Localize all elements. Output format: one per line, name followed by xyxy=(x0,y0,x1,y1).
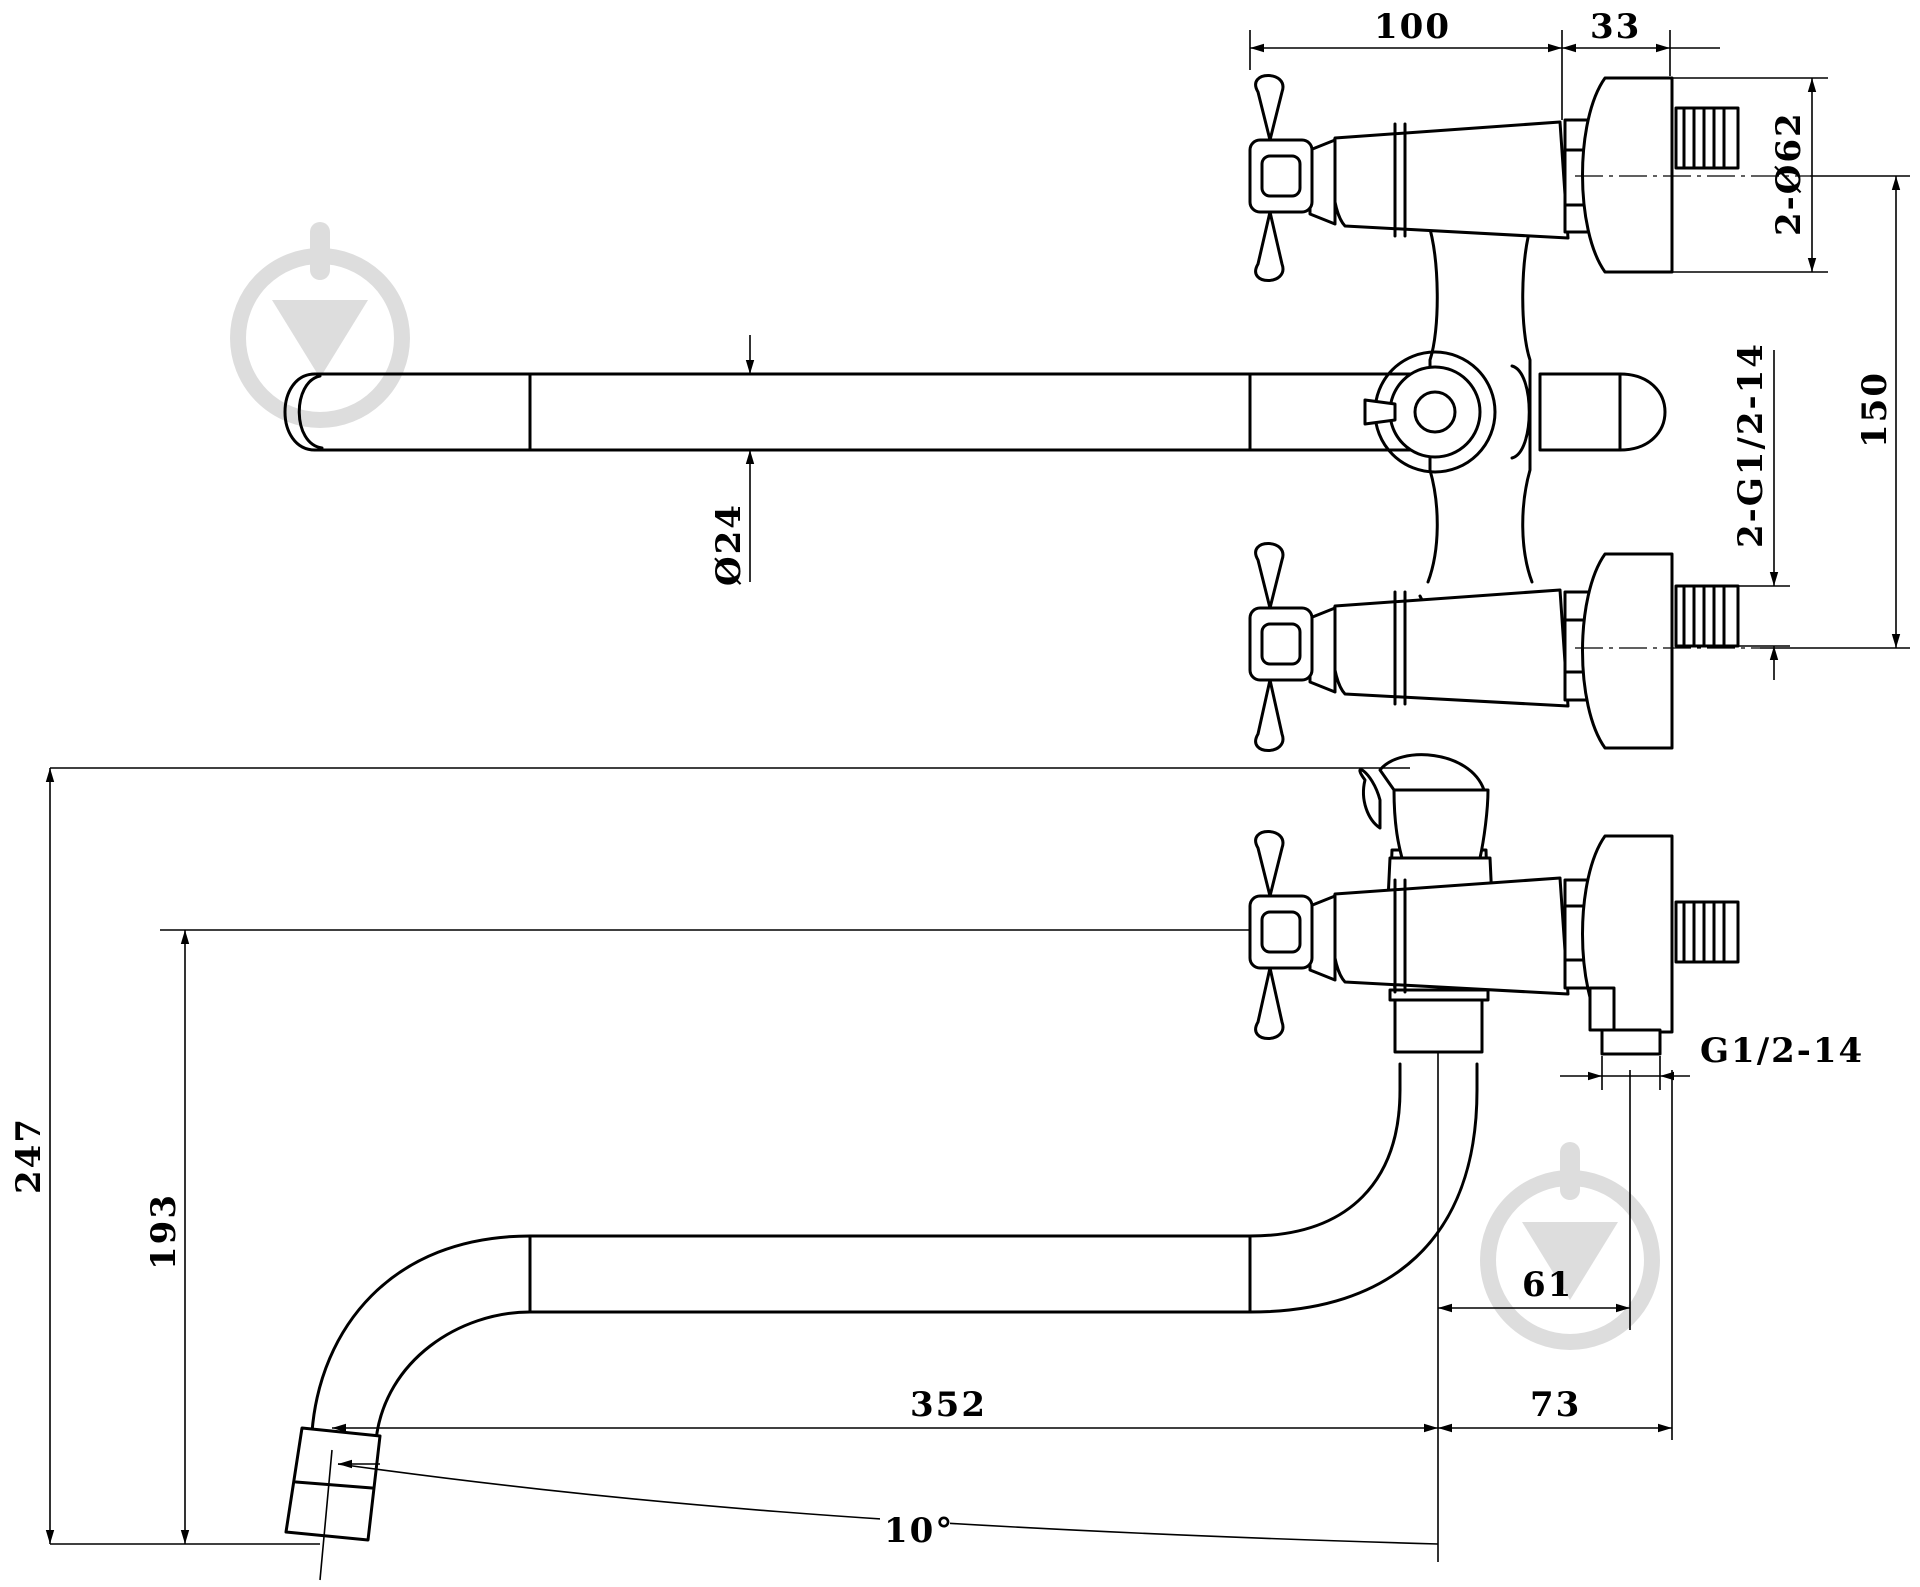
watermark-logo-icon xyxy=(230,222,410,428)
diverter-knob-top xyxy=(1538,372,1667,452)
dimension-2-g12-14: 2-G1/2-14 xyxy=(1731,342,1790,680)
dim-150-label: 150 xyxy=(1855,371,1895,448)
dim-193-label: 193 xyxy=(144,1193,184,1270)
dimension-150: 150 xyxy=(1760,175,1910,649)
watermark-logo-icon xyxy=(1480,1142,1660,1350)
dimension-2-phi62: 2-Ø62 xyxy=(1672,77,1828,273)
dimension-100: 100 xyxy=(1249,7,1671,120)
dim-2-phi62-label: 2-Ø62 xyxy=(1769,111,1809,236)
upper-valve-top xyxy=(1248,74,1740,282)
mixer-body-top xyxy=(1363,177,1542,631)
dimension-phi24: Ø24 xyxy=(709,335,755,586)
dim-352-label: 352 xyxy=(910,1385,987,1425)
dimension-61: 61 xyxy=(1438,1265,1630,1313)
dim-100-label: 100 xyxy=(1374,7,1451,47)
top-view: 100 33 2-Ø62 150 2-G1/2-14 xyxy=(283,7,1910,752)
dim-10-label: 10° xyxy=(884,1511,954,1551)
dimension-33: 33 xyxy=(1562,7,1720,53)
dim-g12-14-label: G1/2-14 xyxy=(1700,1031,1864,1071)
dim-247-label: 247 xyxy=(9,1117,49,1194)
dim-33-label: 33 xyxy=(1590,7,1641,47)
dim-73-label: 73 xyxy=(1530,1385,1581,1425)
dimension-352: 352 xyxy=(332,1385,1438,1433)
dim-2-g12-14-label: 2-G1/2-14 xyxy=(1731,342,1771,548)
dim-61-label: 61 xyxy=(1522,1265,1573,1305)
dim-phi24-label: Ø24 xyxy=(709,503,749,586)
lower-valve-top xyxy=(1248,542,1740,752)
valve-side xyxy=(1248,830,1740,1056)
dimension-g12-14: G1/2-14 xyxy=(1560,1031,1864,1090)
dimension-193: 193 xyxy=(144,930,190,1544)
spout-pipe-top xyxy=(283,372,1422,452)
dimension-247: 247 xyxy=(9,768,55,1544)
dimension-angle-10: 10° xyxy=(337,1459,1439,1551)
side-view: 247 193 G1/2-14 61 352 73 xyxy=(9,753,1864,1581)
dimension-73: 73 xyxy=(1438,1385,1672,1433)
spout-pipe-side xyxy=(284,1062,1479,1542)
